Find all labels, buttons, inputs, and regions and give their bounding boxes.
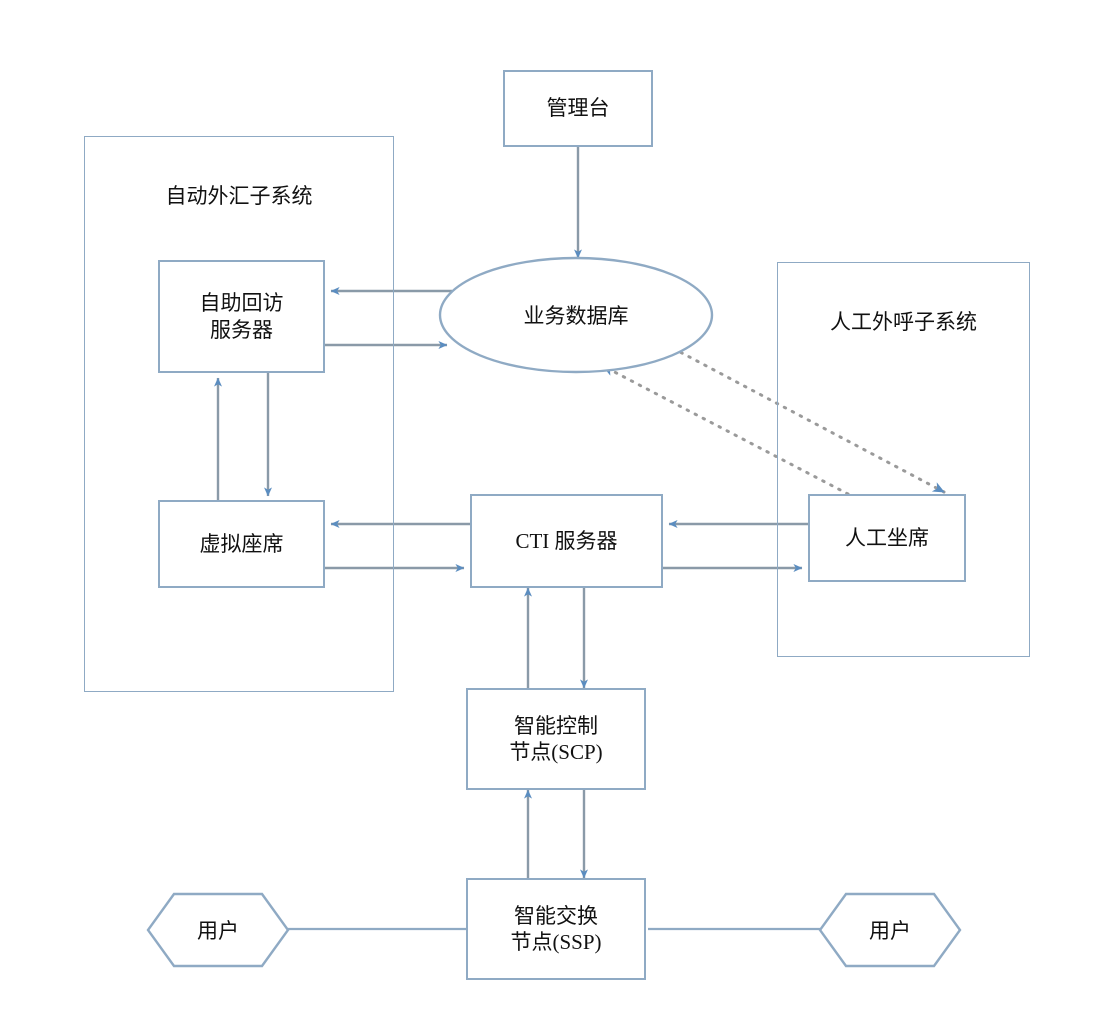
node-user-right-label: 用户	[869, 919, 911, 943]
node-ssp[interactable]: 智能交换 节点(SSP)	[466, 878, 646, 980]
node-cti-server-label: CTI 服务器	[515, 528, 618, 553]
node-user-left-label: 用户	[197, 919, 239, 943]
user-left-hexagon-shape	[146, 892, 290, 968]
node-user-left[interactable]: 用户	[146, 892, 290, 968]
node-user-right[interactable]: 用户	[818, 892, 962, 968]
node-cti-server[interactable]: CTI 服务器	[470, 494, 663, 588]
user-right-hexagon-shape	[818, 892, 962, 968]
node-database-label: 业务数据库	[523, 304, 629, 328]
node-human-agent[interactable]: 人工坐席	[808, 494, 966, 582]
node-scp-label: 智能控制 节点(SCP)	[509, 713, 603, 764]
group-manual-subsystem-label: 人工外呼子系统	[830, 310, 977, 334]
node-virtual-agent-label: 虚拟座席	[199, 531, 284, 556]
group-manual-subsystem: 人工外呼子系统	[777, 262, 1030, 657]
node-console[interactable]: 管理台	[503, 70, 653, 147]
edge-database-to-hagent-dotted	[663, 342, 946, 494]
group-auto-subsystem: 自动外汇子系统	[84, 136, 394, 692]
node-scp[interactable]: 智能控制 节点(SCP)	[466, 688, 646, 790]
group-auto-subsystem-label: 自动外汇子系统	[165, 184, 313, 208]
database-ellipse-shape	[438, 256, 714, 374]
node-callback-server[interactable]: 自助回访 服务器	[158, 260, 325, 373]
edge-hagent-to-database-dotted	[601, 364, 850, 496]
node-virtual-agent[interactable]: 虚拟座席	[158, 500, 325, 588]
node-callback-server-label: 自助回访 服务器	[199, 291, 284, 342]
node-ssp-label: 智能交换 节点(SSP)	[510, 903, 602, 954]
node-console-label: 管理台	[546, 96, 610, 121]
node-database[interactable]: 业务数据库	[438, 256, 714, 374]
node-human-agent-label: 人工坐席	[845, 525, 929, 550]
